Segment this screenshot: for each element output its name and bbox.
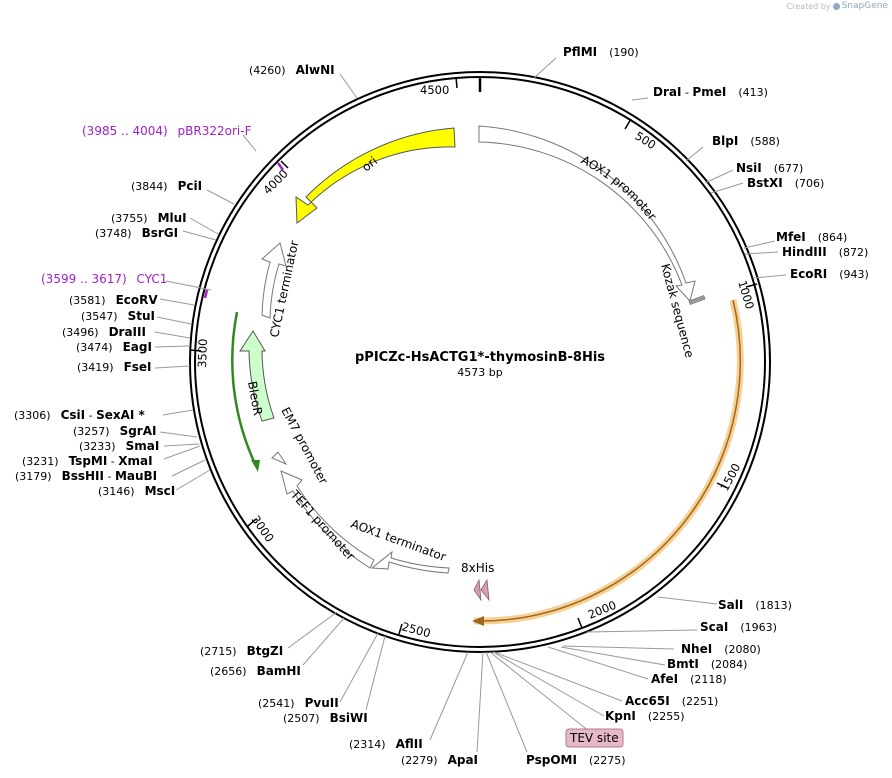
aox1-terminator-feature bbox=[370, 550, 450, 574]
primer-cyc1-marker bbox=[203, 289, 209, 299]
tick-label-500: 500 bbox=[632, 129, 658, 153]
primer-cyc1-label: (3599 .. 3617) CYC1 bbox=[41, 272, 167, 286]
bleor-label: BleoR bbox=[245, 380, 265, 417]
enzyme-nhei: NheI(2080) bbox=[681, 642, 761, 656]
enzyme-bsrgi: (3748)BsrGI bbox=[95, 226, 178, 240]
primer-pbr322ori-f-marker bbox=[276, 162, 285, 171]
enzyme-mlui: (3755)MluI bbox=[111, 211, 187, 225]
enzyme-bmti: BmtI(2084) bbox=[667, 657, 747, 671]
enzyme-pvuii: (2541)PvuII bbox=[258, 696, 339, 710]
primer-pbr322ori-f-label: (3985 .. 4004) pBR322ori-F bbox=[82, 124, 252, 138]
credit-brand: SnapGene bbox=[841, 1, 888, 11]
tef1-promoter-feature bbox=[280, 470, 375, 569]
tick-marks bbox=[189, 76, 758, 635]
orange-feature-arrowhead bbox=[472, 616, 484, 626]
backbone-outer-ring bbox=[189, 71, 771, 653]
enzyme-bstxi: BstXI(706) bbox=[747, 176, 824, 190]
cyc1-terminator-feature bbox=[261, 242, 287, 319]
aox1-promoter-feature bbox=[478, 125, 696, 303]
orange-feature-line bbox=[481, 299, 741, 622]
primer-pbr322ori-f-pos: (3985 .. 4004) bbox=[82, 124, 168, 138]
enzyme-connectors bbox=[154, 57, 787, 753]
enzyme-eagi: (3474)EagI bbox=[76, 340, 152, 354]
enzyme-tspmi-xmai: (3231)TspMI - XmaI bbox=[22, 454, 153, 468]
tick-label-4000: 4000 bbox=[260, 167, 291, 198]
primer-cyc1-pos: (3599 .. 3617) bbox=[41, 272, 127, 286]
enzyme-sali: SalI(1813) bbox=[718, 598, 792, 612]
enzyme-aflii: (2314)AflII bbox=[349, 737, 423, 751]
enzyme-msci: (3146)MscI bbox=[98, 484, 175, 498]
enzyme-nsii: NsiI(677) bbox=[736, 161, 803, 175]
primer-cyc1-name: CYC1 bbox=[137, 272, 168, 286]
tick-label-4500: 4500 bbox=[420, 83, 449, 97]
bleor-green-arc bbox=[231, 311, 258, 467]
enzyme-bamhi: (2656)BamHI bbox=[210, 664, 301, 678]
his-tag-feature-2 bbox=[480, 578, 490, 602]
snapgene-credit: Created by SnapGene bbox=[787, 1, 888, 11]
enzyme-sgrai: (3257)SgrAI bbox=[73, 424, 156, 438]
orange-feature-outline bbox=[473, 299, 744, 625]
plasmid-name: pPICZc-HsACTG1*-thymosinB-8His bbox=[355, 350, 605, 365]
his-tag-label: 8xHis bbox=[461, 561, 494, 575]
enzyme-hindiii: HindIII(872) bbox=[782, 245, 868, 259]
plasmid-length: 4573 bp bbox=[457, 366, 502, 379]
enzyme-csii-sexai: (3306)CsiI - SexAI * bbox=[14, 408, 146, 422]
enzyme-bsshii-maubi: (3179)BssHII - MauBI bbox=[15, 469, 157, 483]
enzyme-pcii: (3844)PciI bbox=[131, 179, 202, 193]
ori-feature bbox=[295, 127, 456, 224]
enzyme-stui: (3547)StuI bbox=[81, 309, 155, 323]
enzyme-mfei: MfeI(864) bbox=[776, 230, 847, 244]
enzyme-drai-pmei: DraI - PmeI(413) bbox=[653, 85, 768, 99]
enzyme-smai: (3233)SmaI bbox=[79, 439, 159, 453]
bleor-feature bbox=[239, 330, 275, 422]
enzyme-alwni: (4260)AlwNI bbox=[249, 63, 335, 77]
enzyme-draiii: (3496)DraIII bbox=[62, 325, 146, 339]
credit-prefix: Created by bbox=[786, 1, 831, 11]
enzyme-kpni: KpnI(2255) bbox=[605, 709, 684, 723]
tick-label-2000: 2000 bbox=[586, 598, 618, 622]
em7-promoter-feature bbox=[271, 451, 288, 466]
aox1-promoter-label: AOX1 promoter bbox=[579, 153, 659, 223]
tick-label-3000: 3000 bbox=[249, 513, 277, 545]
enzyme-pflmi: PflMI(190) bbox=[563, 45, 639, 59]
tev-site-badge bbox=[565, 728, 624, 748]
tev-site-label: TEV site bbox=[569, 731, 619, 745]
enzyme-btgzi: (2715)BtgZI bbox=[200, 644, 283, 658]
snapgene-logo-icon bbox=[832, 2, 840, 10]
enzyme-ecorv: (3581)EcoRV bbox=[69, 293, 158, 307]
enzyme-bsiwi: (2507)BsiWI bbox=[283, 711, 368, 725]
enzyme-blpi: BlpI(588) bbox=[712, 134, 780, 148]
primer-pbr322ori-f-name: pBR322ori-F bbox=[178, 124, 252, 138]
enzyme-acc65i: Acc65I(2251) bbox=[625, 694, 718, 708]
tick-label-3500: 3500 bbox=[195, 338, 210, 368]
enzyme-pspomi: PspOMI(2275) bbox=[526, 753, 626, 767]
tef1-promoter-label: TEF1 promoter bbox=[287, 487, 358, 563]
enzyme-ecori: EcoRI(943) bbox=[790, 267, 869, 281]
enzyme-scai: ScaI(1963) bbox=[700, 620, 777, 634]
kozak-sequence-feature bbox=[688, 295, 706, 305]
kozak-sequence-label: Kozak sequence bbox=[658, 262, 697, 359]
enzyme-afei: AfeI(2118) bbox=[651, 672, 727, 686]
enzyme-apai: (2279)ApaI bbox=[401, 753, 478, 767]
enzyme-fsei: (3419)FseI bbox=[77, 360, 152, 374]
bleor-arrowhead bbox=[251, 460, 260, 472]
his-tag-feature bbox=[473, 578, 482, 602]
